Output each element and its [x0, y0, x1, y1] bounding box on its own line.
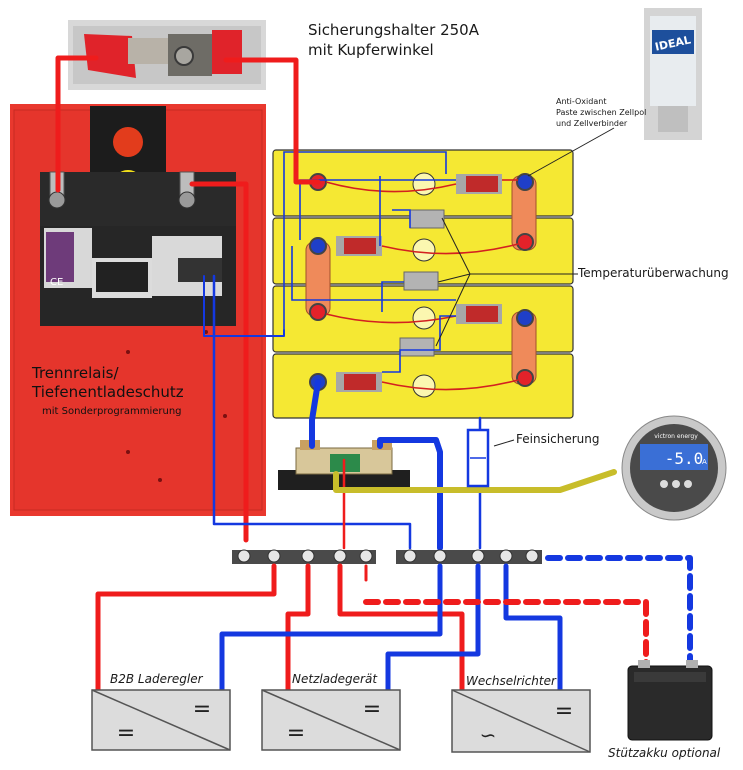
temperature-sensors [399, 209, 445, 357]
charger-label: Netzladegerät [292, 672, 378, 686]
relay-marking: CE [50, 277, 63, 288]
cell-connectors [305, 175, 537, 385]
battery-pack [272, 149, 574, 419]
relay-line2: Tiefenentladeschutz [32, 383, 184, 401]
busbar-negative [396, 550, 542, 564]
antioxidant-line2: Paste zwischen Zellpol [556, 108, 647, 117]
charger-symbol-bottom: = [287, 721, 305, 746]
busbar-terminals [237, 549, 539, 563]
monitor-reading: -5.0 [665, 449, 704, 468]
monitor-unit: A [702, 458, 707, 466]
device-charger: = = [261, 689, 401, 751]
fuse-holder-label: Sicherungshalter 250A mit Kupferwinkel [308, 20, 479, 60]
leader-lines [435, 127, 615, 447]
temperature-label: Temperaturüberwachung [578, 266, 729, 280]
relay-label: Trennrelais/ Tiefenentladeschutz mit Son… [32, 364, 184, 421]
inverter-label: Wechselrichter [466, 674, 556, 688]
b2b-label: B2B Laderegler [110, 672, 203, 686]
charger-symbol-top: = [363, 697, 381, 722]
power-wires [55, 55, 693, 693]
relay-line3: mit Sonderprogrammierung [42, 406, 182, 417]
antioxidant-line1: Anti-Oxidant [556, 97, 607, 106]
b2b-symbol-bottom: = [117, 721, 135, 746]
backup-battery-label: Stützakku optional [608, 746, 721, 760]
battery-monitor: victron energy -5.0 A [621, 415, 727, 521]
device-b2b: = = [91, 689, 231, 751]
fine-fuse-label: Feinsicherung [516, 432, 600, 446]
balancer-wires [283, 151, 519, 391]
b2b-symbol-top: = [193, 697, 211, 722]
fuse-holder-line2: mit Kupferwinkel [308, 41, 434, 59]
inverter-symbol-bottom: ∽ [480, 723, 497, 747]
relay-line1: Trennrelais/ [32, 364, 119, 382]
backup-battery [627, 660, 713, 741]
fuse-holder-line1: Sicherungshalter 250A [308, 21, 479, 39]
fuse-holder [68, 20, 266, 90]
inverter-symbol-top: = [555, 699, 573, 724]
cell-terminals [309, 173, 534, 391]
antioxidant-tube: IDEAL [644, 8, 702, 140]
device-inverter: = ∽ [451, 689, 591, 753]
antioxidant-line3: und Zellverbinder [556, 119, 628, 128]
antioxidant-label: Anti-Oxidant Paste zwischen Zellpol und … [556, 96, 646, 129]
balancer-boards [336, 174, 502, 392]
monitor-brand: victron energy [654, 433, 698, 440]
